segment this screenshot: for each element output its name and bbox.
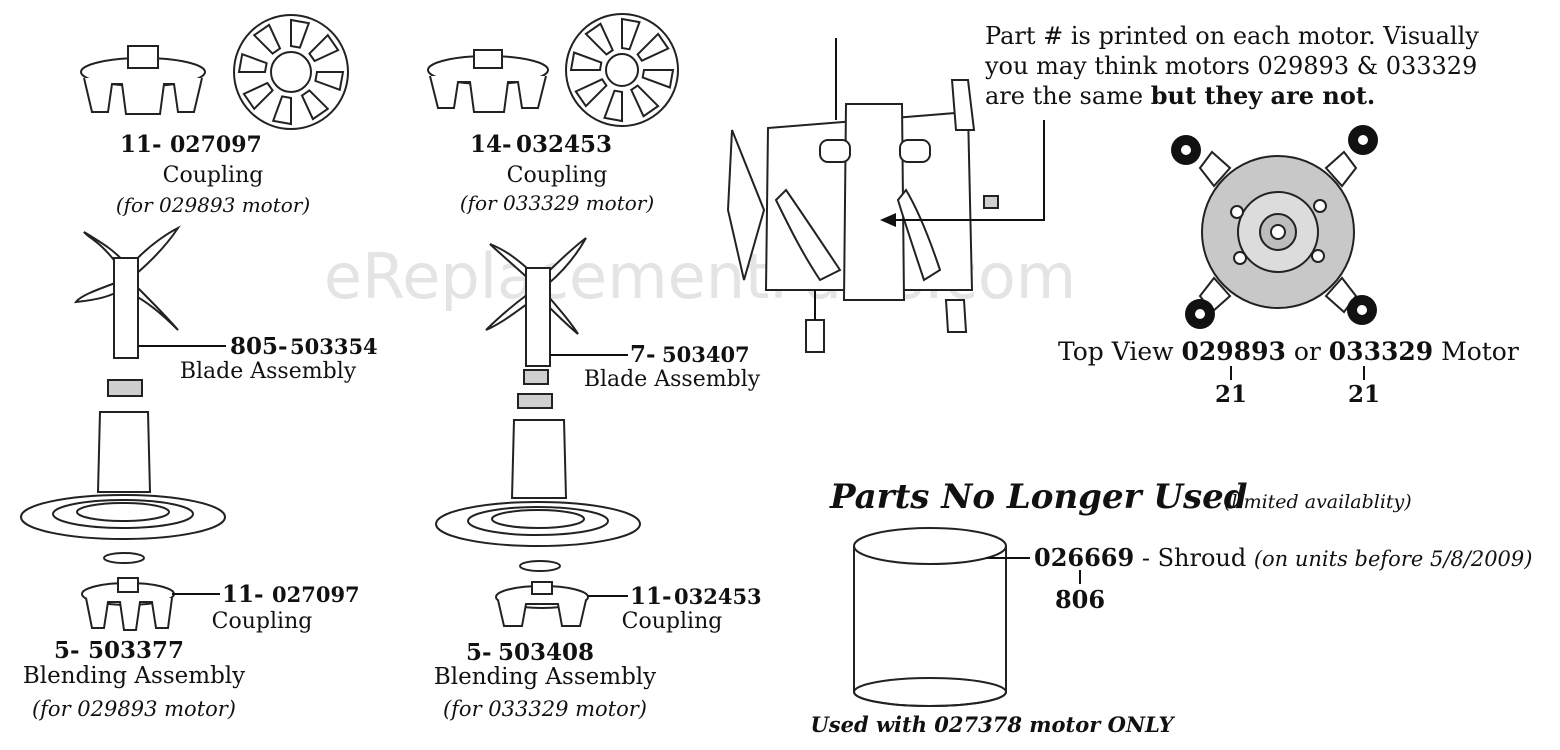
coupling-side-mid (427, 49, 549, 113)
coupling-side-left (80, 45, 206, 115)
coupling-spoke (603, 89, 623, 123)
coupling-left-note: (for 029893 motor) (116, 193, 310, 217)
top-view-motor1: 029893 (1182, 337, 1286, 366)
blending-base-mid (435, 419, 641, 572)
coupling-left-num: 11- (120, 131, 162, 158)
coupling-spoke (314, 71, 345, 92)
top-view-middle: or (1286, 337, 1329, 366)
blade-assembly-left (73, 225, 181, 397)
shroud-dash: - Shroud (1134, 544, 1254, 572)
coupling-mid-note: (for 033329 motor) (460, 191, 654, 215)
no-longer-used-title: Parts No Longer Used (829, 477, 1248, 517)
blending-mid-name: Blending Assembly (434, 664, 656, 690)
coupling-mid-name: Coupling (507, 163, 608, 188)
coupling-spoke (636, 32, 670, 62)
shroud-illustration (853, 527, 1007, 707)
top-view-motor2: 033329 (1329, 337, 1433, 366)
coupling-mid-num: 14- (470, 131, 512, 158)
blending-mid-part: 503408 (498, 639, 594, 666)
coupling-spoke (290, 18, 311, 49)
blade-left-name: Blade Assembly (180, 359, 357, 384)
blade-mid-num: 7- (630, 341, 656, 368)
coupling-mid-part: 032453 (516, 131, 612, 158)
blending-left-name: Blending Assembly (23, 663, 245, 689)
top-view-prefix: Top View (1058, 337, 1182, 366)
coupling-spoke (569, 51, 603, 71)
no-longer-used-footer: Used with 027378 motor ONLY (810, 712, 1175, 737)
coupling-spoke (641, 69, 675, 89)
coupling-mid-bottom-name: Coupling (622, 609, 723, 634)
coupling-spoke (252, 23, 282, 55)
top-view-label: Top View 029893 or 033329 Motor (1058, 337, 1519, 366)
motor-note-line2: you may think motors 029893 & 033329 (984, 52, 1477, 80)
blending-left-part: 503377 (88, 637, 184, 664)
coupling-end-left (233, 14, 349, 130)
coupling-end-mid (565, 13, 679, 127)
coupling-spoke (630, 84, 660, 118)
shroud-callout: 806 (1055, 585, 1105, 614)
coupling-left-part: 027097 (170, 132, 262, 158)
motor-note-line3-bold: but they are not. (1151, 81, 1376, 110)
motor-note-leader (884, 120, 1045, 221)
motor-note-line3: are the same but they are not. (985, 81, 1375, 110)
blending-mid-note: (for 033329 motor) (443, 697, 647, 721)
motor-note-line1: Part # is printed on each motor. Visuall… (985, 22, 1479, 50)
blade-mid-name: Blade Assembly (584, 367, 761, 392)
motor-note-arrow (880, 213, 896, 227)
motor-note-line3-plain: are the same (985, 82, 1151, 110)
blending-base-left (20, 411, 226, 564)
blending-mid-num: 5- (466, 639, 492, 666)
top-view-callout1: 21 (1215, 381, 1247, 408)
coupling-spoke (300, 89, 330, 121)
shroud-part: 026669 (1034, 543, 1134, 572)
coupling-spoke (242, 81, 274, 111)
blade-left-part: 503354 (290, 334, 378, 359)
blending-left-note: (for 029893 motor) (32, 697, 236, 721)
coupling-spoke (237, 52, 268, 73)
coupling-mid-bottom-num: 11- (630, 583, 672, 610)
top-view-suffix: Motor (1433, 337, 1519, 366)
coupling-spoke (584, 22, 614, 56)
coupling-bottom-mid (495, 581, 589, 627)
coupling-mid-bottom-part: 032453 (674, 584, 762, 609)
coupling-left-bottom-part: 027097 (272, 582, 360, 607)
coupling-spoke (574, 78, 608, 108)
motor-illustration (726, 38, 999, 353)
shroud-label: 026669 - Shroud (on units before 5/8/200… (1034, 543, 1532, 572)
no-longer-used-subtitle: (limited availablity) (1224, 491, 1412, 513)
coupling-spoke (308, 33, 340, 63)
blade-mid-part: 503407 (662, 342, 750, 367)
coupling-spoke (621, 17, 641, 51)
coupling-spoke (271, 95, 292, 126)
blade-assembly-mid (485, 237, 587, 409)
motor-top-view (1171, 125, 1378, 329)
coupling-left-bottom-num: 11- (222, 581, 264, 608)
coupling-left-name: Coupling (163, 163, 264, 188)
coupling-bottom-left (81, 577, 175, 631)
blade-left-num: 805- (230, 333, 288, 360)
top-view-callout2: 21 (1348, 381, 1380, 408)
shroud-note: (on units before 5/8/2009) (1254, 547, 1533, 571)
blending-left-num: 5- (54, 637, 80, 664)
coupling-left-bottom-name: Coupling (212, 609, 313, 634)
